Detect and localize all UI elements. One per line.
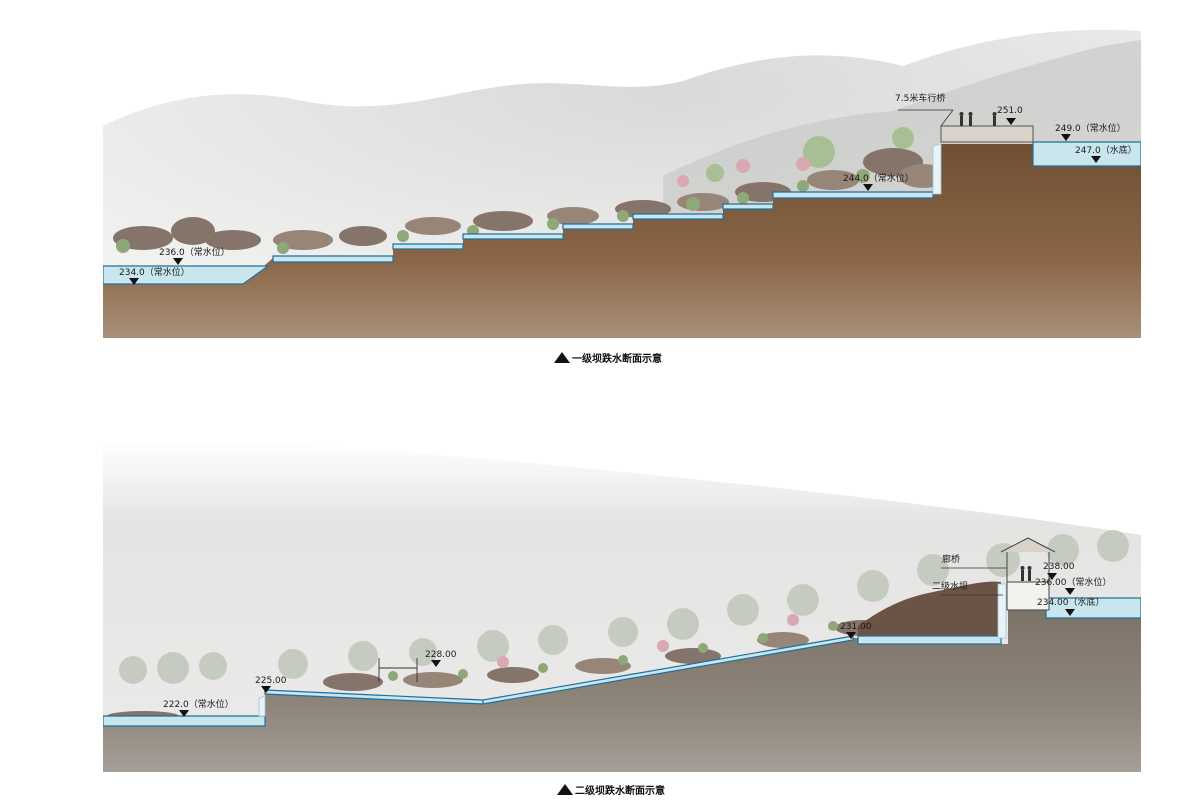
waterfall [932, 143, 942, 195]
elevation-marker-icon [863, 184, 873, 191]
section-1-drawing [103, 29, 1141, 338]
label-right-water-level: 236.00（常水位） [1035, 578, 1112, 588]
vegetation-band [113, 148, 947, 250]
elevation-marker-icon [431, 660, 441, 667]
label-bridge-elevation: 251.0 [997, 106, 1023, 116]
label-corridor-bridge: 廊桥 [942, 555, 961, 565]
leader-lines [941, 567, 1007, 596]
elevation-marker-icon [846, 632, 856, 639]
label-right-water-bottom: 247.0（水底） [1075, 146, 1137, 156]
label-elevation-228: 228.00 [425, 650, 457, 660]
label-elevation-225: 225.00 [255, 676, 287, 686]
label-mid-water-level: 244.0（常水位） [843, 174, 914, 184]
corridor-bridge [1000, 537, 1056, 611]
elevation-marker-icon [129, 278, 139, 285]
road-bridge [940, 125, 1034, 143]
soil-profile [103, 610, 1141, 772]
dam-rocks [858, 581, 1001, 644]
elevation-marker-icon [179, 710, 189, 717]
soil-profile [103, 144, 1141, 338]
elevation-marker-icon [1091, 156, 1101, 163]
caption-text: 二级坝跌水断面示意 [575, 786, 665, 797]
people-figures [959, 112, 997, 126]
label-road-bridge: 7.5米车行桥 [895, 94, 946, 104]
label-right-water-level: 249.0（常水位） [1055, 124, 1126, 134]
elevation-marker-icon [261, 686, 271, 693]
triangle-icon [554, 352, 570, 363]
triangle-icon [557, 784, 573, 795]
people-figures [1020, 566, 1032, 581]
elevation-marker-icon [1065, 588, 1075, 595]
water-pools [103, 141, 1141, 285]
waterfall [258, 695, 266, 717]
elevation-marker-icon [1065, 609, 1075, 616]
label-right-water-bottom: 234.00（水底） [1037, 598, 1105, 608]
label-left-water-level: 222.0（常水位） [163, 700, 234, 710]
label-elevation-231: 231.00 [840, 622, 872, 632]
section-2-diagram: 廊桥 二级水坝 238.00 236.00（常水位） 234.00（水底） 23… [103, 420, 1141, 772]
elevation-marker-icon [173, 258, 183, 265]
shrubs [116, 127, 914, 254]
flowering-plants [388, 602, 909, 681]
section-1-diagram: 7.5米车行桥 251.0 249.0（常水位） 247.0（水底） 244.0… [103, 26, 1141, 338]
caption-section-1: 一级坝跌水断面示意 [554, 350, 662, 365]
elevation-marker-icon [1047, 573, 1057, 580]
label-elevation-238: 238.00 [1043, 562, 1075, 572]
elevation-marker-icon [1061, 134, 1071, 141]
label-left-upper-water: 236.0（常水位） [159, 248, 230, 258]
tree-line [119, 530, 1129, 684]
caption-section-2: 二级坝跌水断面示意 [557, 782, 665, 797]
elevation-marker-icon [1006, 118, 1016, 125]
label-dam: 二级水坝 [932, 582, 969, 592]
footbridge [378, 658, 418, 682]
dam-waterfall [997, 583, 1007, 639]
section-2-drawing [103, 420, 1141, 772]
water-pools [103, 597, 1141, 727]
caption-text: 一级坝跌水断面示意 [572, 354, 662, 365]
label-left-water-level: 234.0（常水位） [119, 268, 190, 278]
